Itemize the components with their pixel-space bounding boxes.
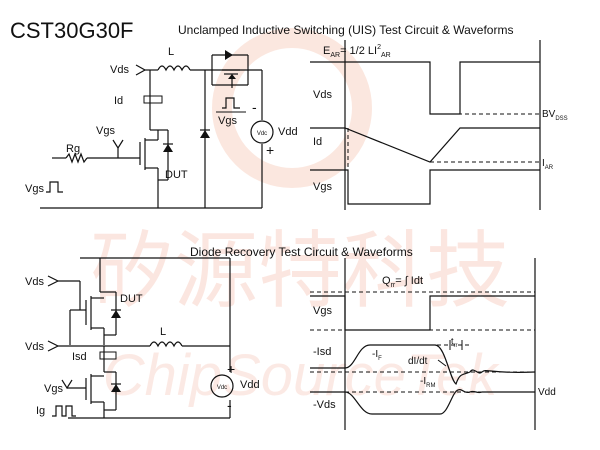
- dr-vgs-trace-label: Vgs: [313, 305, 332, 317]
- uis-bv-label: BVDSS: [542, 109, 568, 122]
- uis-vdc-source: [250, 120, 274, 144]
- dr-trr-label: trr: [451, 336, 458, 349]
- diode-recovery-waveform: Qrr= ∫ Idt Vgs -Isd -IF dI/dt -IRM trr -…: [310, 258, 556, 430]
- uis-dut-mosfet: [139, 129, 173, 190]
- watermark-latin: ChipSourceTek: [103, 343, 500, 408]
- svg-text:-: -: [227, 397, 232, 413]
- dr-vdd-trace-label: Vdd: [538, 387, 556, 398]
- dr-vdc-source: [210, 374, 234, 398]
- watermark-chinese: 矽源特科技: [90, 222, 510, 320]
- dr-didt-label: dI/dt: [408, 356, 428, 367]
- dr-vgs-trace: [310, 295, 535, 331]
- dr-upper-mosfet: [69, 291, 121, 345]
- uis-vdd-label: Vdd: [278, 126, 298, 138]
- uis-id-label: Id: [114, 95, 123, 107]
- watermark-logo: [212, 28, 372, 188]
- uis-energy-equation: EAR= 1/2 LI2AR: [323, 44, 391, 59]
- uis-id-trace-label: Id: [313, 136, 322, 148]
- dr-vds-trace-label: -Vds: [313, 399, 336, 411]
- dr-vgs-label: Vgs: [44, 383, 63, 395]
- dr-vdc-label: Vdc: [217, 385, 227, 391]
- uis-inductor-label: L: [168, 46, 174, 58]
- part-number: CST30G30F: [10, 18, 134, 43]
- uis-rg-label: Rg: [66, 143, 80, 155]
- dr-inductor: [149, 341, 183, 348]
- uis-dut-label: DUT: [165, 169, 188, 181]
- svg-text:+: +: [266, 142, 274, 158]
- svg-text:-: -: [252, 99, 257, 115]
- uis-vgs-trace: [310, 169, 540, 205]
- watermark: 矽源特科技 ChipSourceTek: [90, 28, 510, 408]
- diode-recovery-title: Diode Recovery Test Circuit & Waveforms: [190, 245, 413, 259]
- dr-ig-label: Ig: [36, 405, 45, 417]
- svg-text:+: +: [227, 361, 235, 377]
- dr-isd-trace-label: -Isd: [313, 346, 331, 358]
- uis-circuit: Vds L Id Vgs Rg: [25, 46, 298, 209]
- uis-vgs-pulse-icon: [46, 181, 63, 193]
- diode-recovery-circuit: Vds DUT Vds Isd L: [25, 257, 260, 419]
- dr-if-label: -IF: [372, 349, 382, 362]
- uis-vds-trace-label: Vds: [313, 89, 332, 101]
- uis-rg-resistor: [65, 152, 88, 164]
- dr-vdd-label: Vdd: [240, 379, 260, 391]
- dr-vds-mid-label: Vds: [25, 341, 44, 353]
- dr-ig-pulse-icon: [52, 405, 76, 417]
- uis-vds-label: Vds: [110, 64, 129, 76]
- dr-dut-label: DUT: [120, 293, 143, 305]
- dr-lower-mosfet: [85, 371, 121, 418]
- uis-inductor: [157, 65, 191, 72]
- uis-iar-label: IAR: [542, 158, 554, 171]
- dr-vds-top-label: Vds: [25, 276, 44, 288]
- uis-vdc-label: Vdc: [257, 131, 267, 137]
- uis-clamp-switch: Vgs: [211, 50, 249, 127]
- uis-title: Unclamped Inductive Switching (UIS) Test…: [178, 23, 513, 37]
- uis-vgs-pulse-label: Vgs: [25, 183, 44, 195]
- dr-isd-label: Isd: [72, 351, 87, 363]
- dr-isd-trace: [310, 344, 536, 385]
- uis-vgs-label: Vgs: [96, 125, 115, 137]
- dr-inductor-label: L: [160, 326, 166, 338]
- uis-clamp-vgs-label: Vgs: [218, 115, 237, 127]
- dr-qrr-equation: Qrr= ∫ Idt: [382, 275, 423, 289]
- dr-irm-label: -IRM: [420, 376, 435, 389]
- uis-vgs-trace-label: Vgs: [313, 181, 332, 193]
- uis-waveform: EAR= 1/2 LI2AR Vds BVDSS Id IAR Vgs: [310, 40, 568, 210]
